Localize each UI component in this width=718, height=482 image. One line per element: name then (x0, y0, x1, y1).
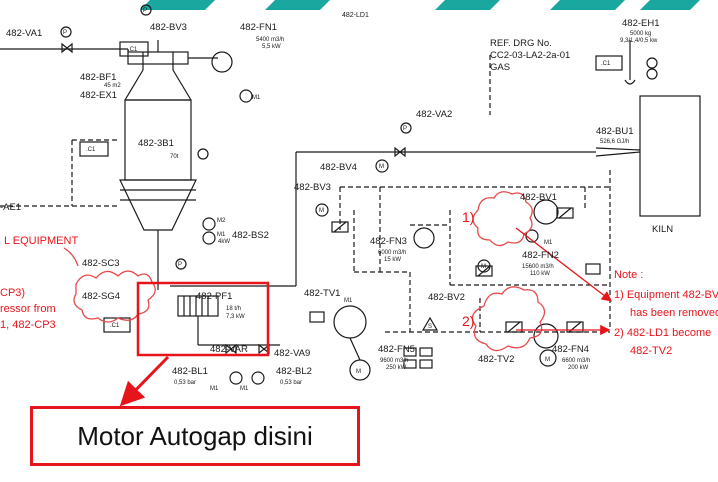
p-top: P (143, 8, 147, 14)
cab-c1-a: .C1 (128, 47, 138, 53)
header-strip (140, 0, 700, 10)
spec-3b1-t: 70t (170, 154, 179, 160)
ref-line2: CC2-03-LA2-2a-01 (490, 50, 570, 61)
motor-bs2b-label: M1 (217, 232, 226, 238)
motor-bl1-label: M1 (210, 386, 219, 392)
tag-va9: 482-VA9 (274, 348, 310, 359)
spec-eh1-speed: 9,3/1,4/0,5 kw (620, 38, 658, 44)
tag-bu1: 482-BU1 (596, 126, 634, 137)
spec-fn3-kw: 15 kW (384, 257, 401, 263)
m-fn5-motor: M (356, 369, 361, 375)
m-bv2: M (481, 264, 486, 270)
top-fragment-label: 482-LD1 (342, 12, 369, 19)
callout-box: Motor Autogap disini (30, 406, 360, 466)
tag-bv1: 482-BV1 (520, 192, 557, 203)
annot-equipment: L EQUIPMENT (4, 235, 78, 247)
spec-pf1-kw: 7,3 kW (226, 314, 245, 320)
ref-line1: REF. DRG No. (490, 38, 552, 49)
highlight-box (136, 281, 270, 357)
callout-text: Motor Autogap disini (77, 420, 313, 451)
spec-fn1: 5400 m3/h (256, 37, 284, 43)
p-sc3: P (178, 262, 182, 268)
tag-bl1: 482-BL1 (172, 366, 208, 377)
note-1b: has been removed (630, 307, 718, 319)
motor-bl2-label: M1 (240, 386, 249, 392)
note-2: 2) 482-LD1 become (614, 327, 711, 339)
spec-fn5-flow: 9600 m3/h (380, 358, 408, 364)
tag-ae1: -AE1 (0, 202, 21, 213)
tag-bv4: 482-BV4 (320, 162, 357, 173)
spec-bs2-kw: 4kW (218, 239, 230, 245)
annot-num1: 1) (462, 209, 474, 225)
spec-bl2: 0,53 bar (280, 380, 302, 386)
tag-va2: 482-VA2 (416, 109, 452, 120)
annot-compressor: ressor from (0, 303, 56, 315)
note1-arrow (515, 227, 613, 302)
tag-tv1: 482-TV1 (304, 288, 340, 299)
tag-fn1: 482-FN1 (240, 22, 277, 33)
s-symbol: S (428, 324, 432, 330)
tag-bf1: 482-BF1 (80, 72, 116, 83)
annot-num2: 2) (462, 313, 474, 329)
spec-bu1: 526,6 GJ/h (600, 139, 629, 145)
pipework (0, 4, 701, 385)
cab-c1-d: .C1 (110, 323, 120, 329)
tag-sc3: 482-SC3 (82, 258, 120, 269)
annot-cp3-from: 1, 482-CP3 (0, 319, 56, 331)
spec-pf1-flow: 18 t/h (226, 306, 241, 312)
motor-fn5-label: M1 (344, 298, 353, 304)
annot-cp3: CP3) (0, 287, 25, 299)
tag-3b1: 482-3B1 (138, 138, 174, 149)
p-va1: P (63, 30, 67, 36)
m-bv3: M (319, 208, 324, 214)
note-2b: 482-TV2 (630, 345, 672, 357)
spec-eh1-kg: 5000 kg (630, 31, 651, 37)
spec-fn2-kw: 110 kW (530, 271, 550, 277)
spec-fn4-flow: 6600 m3/h (562, 358, 590, 364)
spec-fn1-kw: 5,5 kW (262, 44, 281, 50)
tag-eh1: 482-EH1 (622, 18, 660, 29)
revision-clouds (63, 191, 546, 352)
tag-pf1: 482-PF1 (196, 291, 232, 302)
note-title: Note : (614, 269, 643, 281)
tag-var: 482-VAR (210, 344, 248, 355)
tag-fn2: 482-FN2 (522, 250, 559, 261)
p-va2: P (403, 126, 407, 132)
tag-fn3: 482-FN3 (370, 236, 407, 247)
spec-fn5-kw: 250 kW (386, 365, 407, 371)
highlight-arrow (119, 355, 170, 407)
cab-c1-c: .C1 (601, 61, 611, 67)
spec-fn3-flow: 6000 m3/h (378, 250, 406, 256)
tag-bv3-top: 482-BV3 (150, 22, 187, 33)
ref-line3: GAS (490, 62, 510, 73)
m-bv4: M (379, 164, 384, 170)
tag-ex1: 482-EX1 (80, 90, 117, 101)
spec-bl1: 0,53 bar (174, 380, 196, 386)
tag-fn4: 482-FN4 (552, 344, 589, 355)
spec-fn2-flow: 15600 m3/h (522, 264, 554, 270)
tag-va1: 482-VA1 (6, 28, 42, 39)
tag-fn5: 482-FN5 (378, 344, 415, 355)
tag-bv3-mid: 482-BV3 (294, 182, 331, 193)
tag-bl2: 482-BL2 (276, 366, 312, 377)
m-fn4-motor: M (545, 357, 550, 363)
tag-bv2: 482-BV2 (428, 292, 465, 303)
tag-tv2: 482-TV2 (478, 354, 514, 365)
tag-kiln: KILN (652, 224, 673, 235)
motor-fn1-label: M1 (252, 95, 261, 101)
tag-bs2: 482-BS2 (232, 230, 269, 241)
cab-c1-b: .C1 (86, 147, 96, 153)
tag-sg4: 482-SG4 (82, 291, 120, 302)
spec-fn4-kw: 200 kW (568, 365, 589, 371)
spec-bf1-area: 45 m2 (104, 83, 121, 89)
motor-fn2-label: M1 (544, 240, 553, 246)
motor-bs2-label: M2 (217, 218, 226, 224)
note-1: 1) Equipment 482-BV (614, 289, 718, 301)
